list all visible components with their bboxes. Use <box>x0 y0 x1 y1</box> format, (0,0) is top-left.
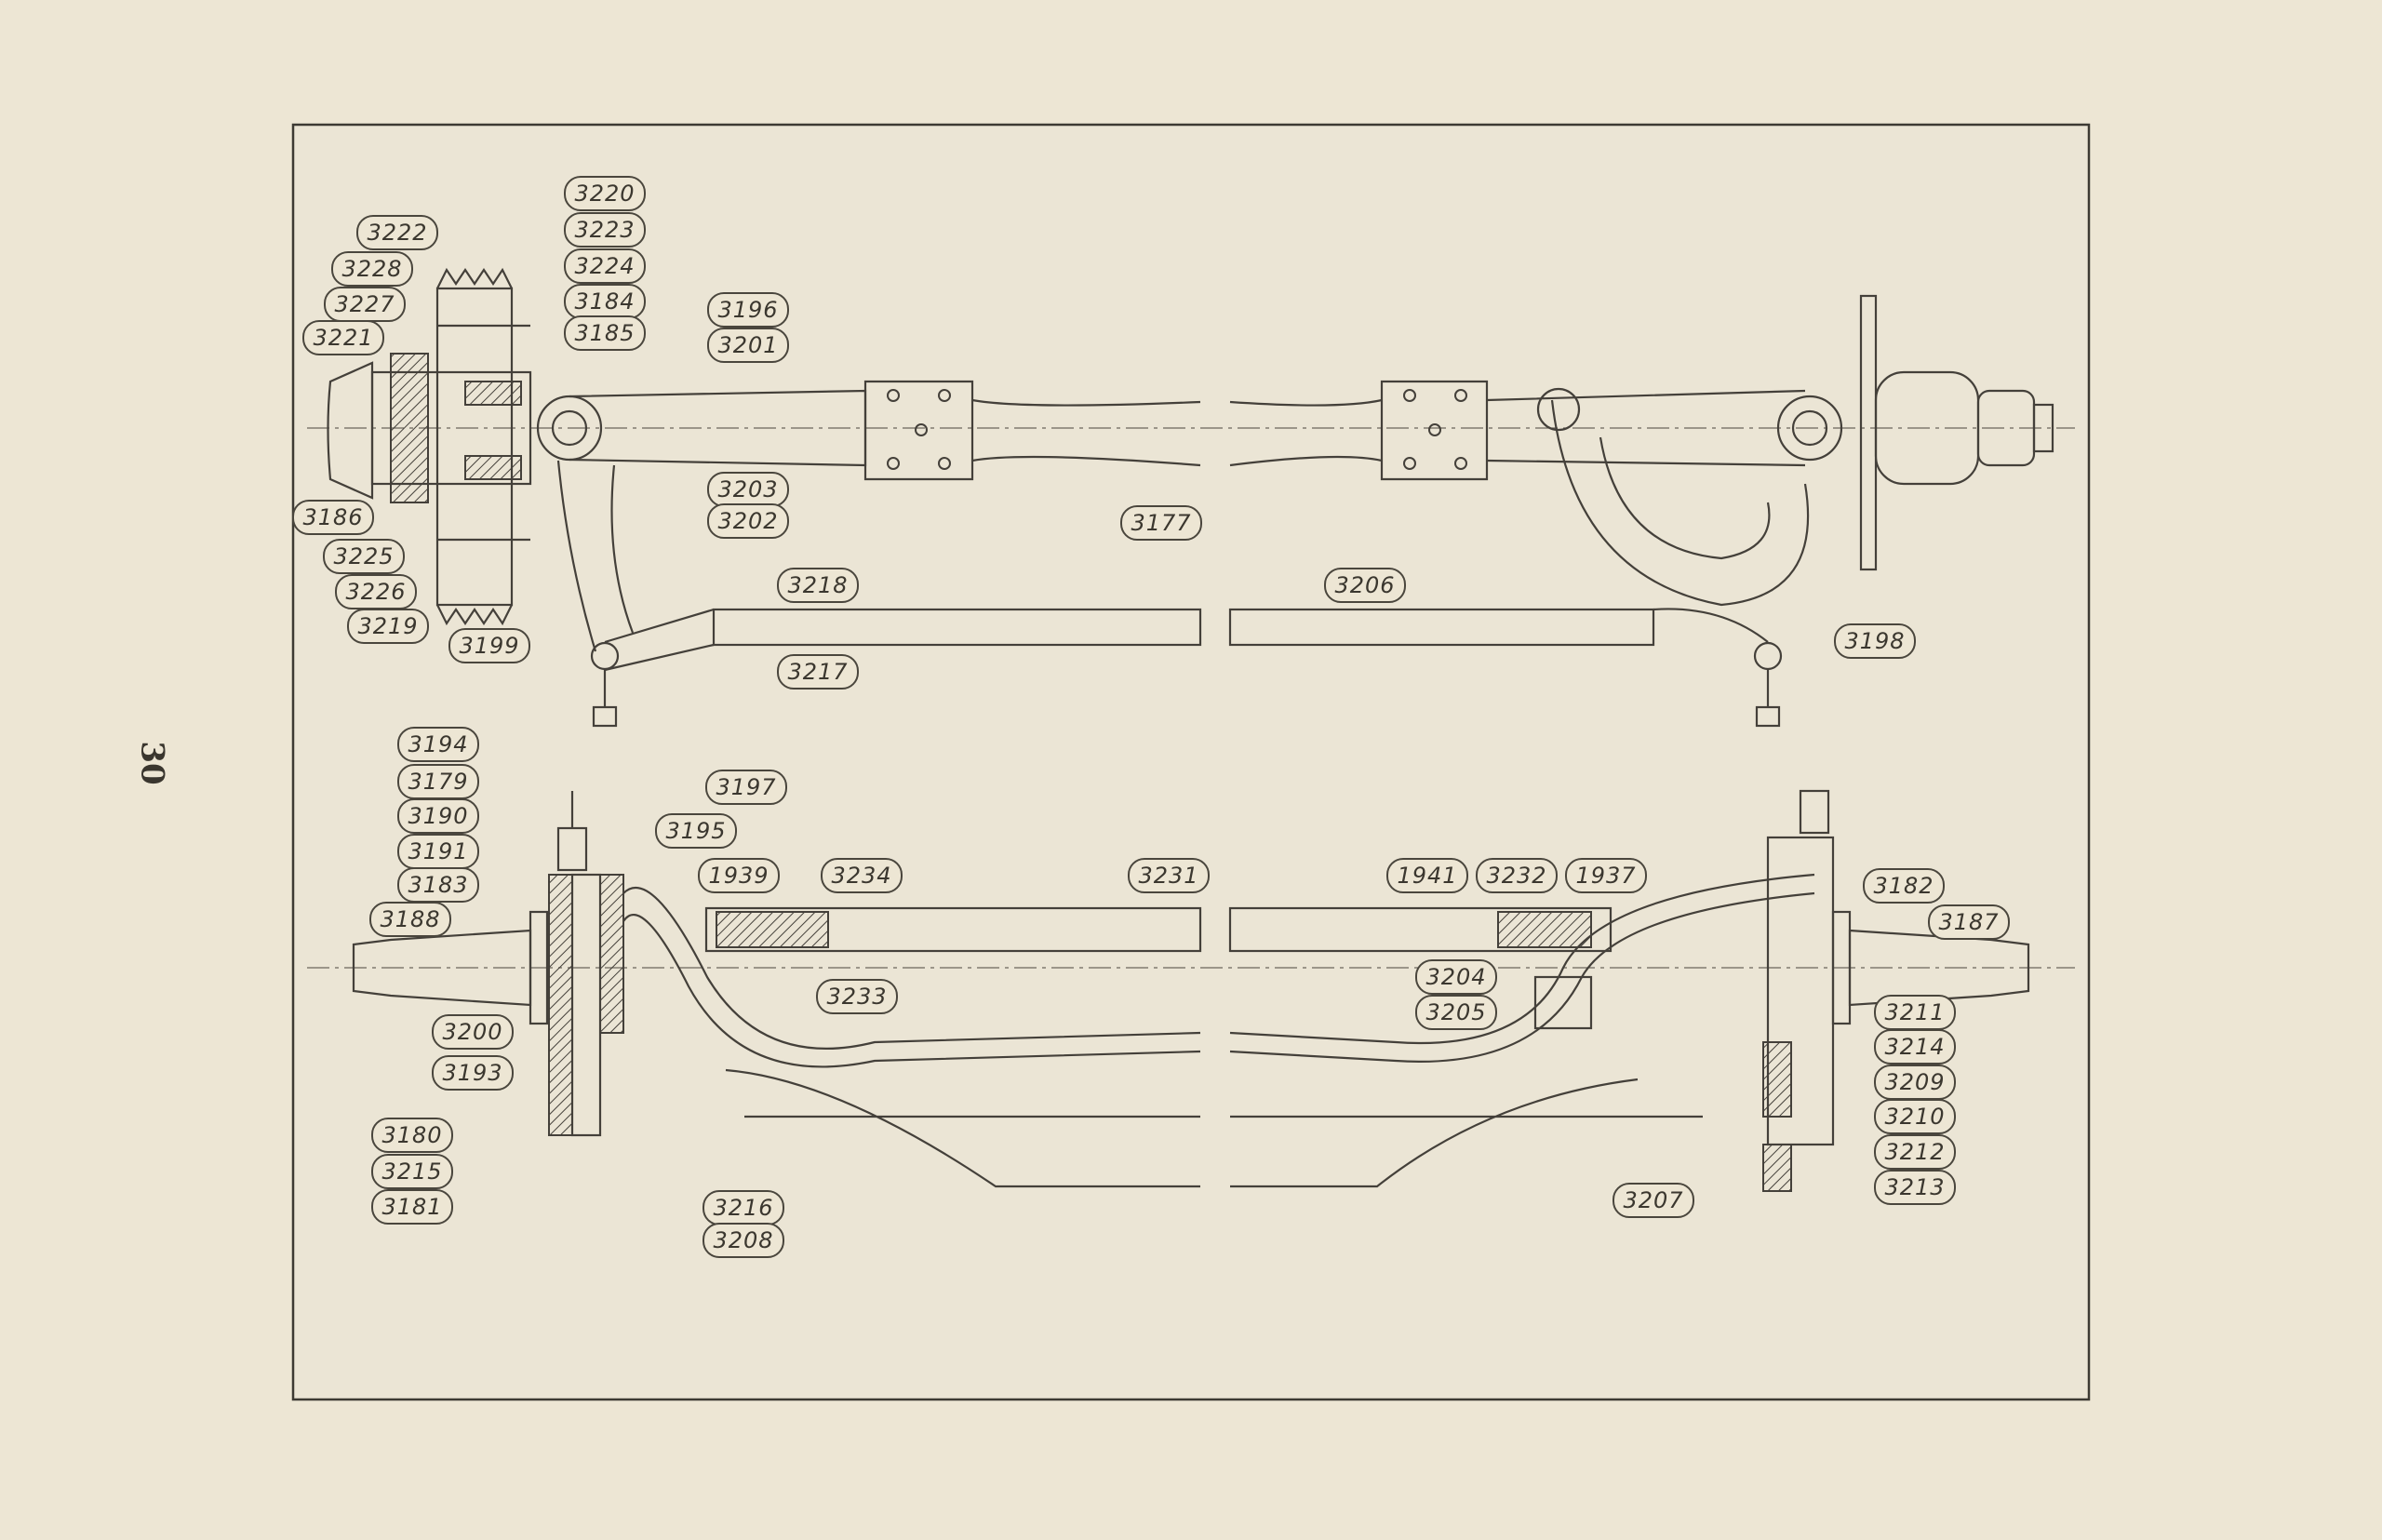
part-callout-1937: 1937 <box>1565 858 1647 893</box>
part-callout-3220: 3220 <box>564 176 646 211</box>
part-callout-3228: 3228 <box>331 251 413 287</box>
part-callout-3226: 3226 <box>335 574 417 609</box>
drag-link <box>704 906 1202 953</box>
part-callout-3193: 3193 <box>432 1055 514 1091</box>
part-callout-3198: 3198 <box>1834 623 1916 659</box>
part-callout-3217: 3217 <box>777 654 859 690</box>
part-callout-3223: 3223 <box>564 212 646 248</box>
part-callout-1941: 1941 <box>1386 858 1468 893</box>
part-callout-3203: 3203 <box>707 472 789 507</box>
part-callout-3181: 3181 <box>371 1189 453 1225</box>
part-callout-3207: 3207 <box>1613 1183 1694 1218</box>
part-callout-3200: 3200 <box>432 1014 514 1050</box>
part-callout-3216: 3216 <box>703 1190 784 1225</box>
part-callout-3206: 3206 <box>1324 568 1406 603</box>
part-callout-3221: 3221 <box>302 320 384 355</box>
part-callout-3201: 3201 <box>707 328 789 363</box>
part-callout-3185: 3185 <box>564 315 646 351</box>
part-callout-3232: 3232 <box>1476 858 1558 893</box>
part-callout-3187: 3187 <box>1928 904 2010 940</box>
part-callout-3182: 3182 <box>1863 868 1945 904</box>
part-callout-3177: 3177 <box>1120 505 1202 541</box>
part-callout-3213: 3213 <box>1874 1170 1956 1205</box>
part-callout-3195: 3195 <box>655 813 737 849</box>
part-callout-3233: 3233 <box>816 979 898 1014</box>
top-view <box>307 267 2075 728</box>
part-callout-3215: 3215 <box>371 1154 453 1189</box>
part-callout-3194: 3194 <box>397 727 479 762</box>
drawing-frame <box>291 123 2091 1401</box>
bottom-view <box>307 789 2075 1192</box>
left-brake-drum <box>435 287 514 607</box>
part-callout-3224: 3224 <box>564 248 646 284</box>
tie-rod-top <box>712 608 1202 647</box>
part-callout-3222: 3222 <box>356 215 438 250</box>
part-callout-3231: 3231 <box>1128 858 1210 893</box>
part-callout-3208: 3208 <box>703 1223 784 1258</box>
part-callout-3179: 3179 <box>397 764 479 799</box>
part-callout-3211: 3211 <box>1874 995 1956 1030</box>
part-callout-3204: 3204 <box>1415 959 1497 995</box>
part-callout-3218: 3218 <box>777 568 859 603</box>
part-callout-3196: 3196 <box>707 292 789 328</box>
part-callout-3186: 3186 <box>292 500 374 535</box>
part-callout-3191: 3191 <box>397 834 479 869</box>
part-callout-3219: 3219 <box>347 609 429 644</box>
part-callout-3188: 3188 <box>369 902 451 937</box>
part-callout-3183: 3183 <box>397 867 479 903</box>
part-callout-3227: 3227 <box>324 287 406 322</box>
part-callout-3199: 3199 <box>448 628 530 663</box>
part-callout-3225: 3225 <box>323 539 405 574</box>
part-callout-3205: 3205 <box>1415 995 1497 1030</box>
part-callout-3214: 3214 <box>1874 1029 1956 1065</box>
part-callout-3184: 3184 <box>564 284 646 319</box>
part-callout-3212: 3212 <box>1874 1134 1956 1170</box>
part-callout-3209: 3209 <box>1874 1065 1956 1100</box>
part-callout-3234: 3234 <box>821 858 903 893</box>
part-callout-1939: 1939 <box>698 858 780 893</box>
part-callout-3190: 3190 <box>397 798 479 834</box>
part-callout-3180: 3180 <box>371 1118 453 1153</box>
part-callout-3202: 3202 <box>707 503 789 539</box>
part-callout-3197: 3197 <box>705 770 787 805</box>
part-callout-3210: 3210 <box>1874 1099 1956 1134</box>
